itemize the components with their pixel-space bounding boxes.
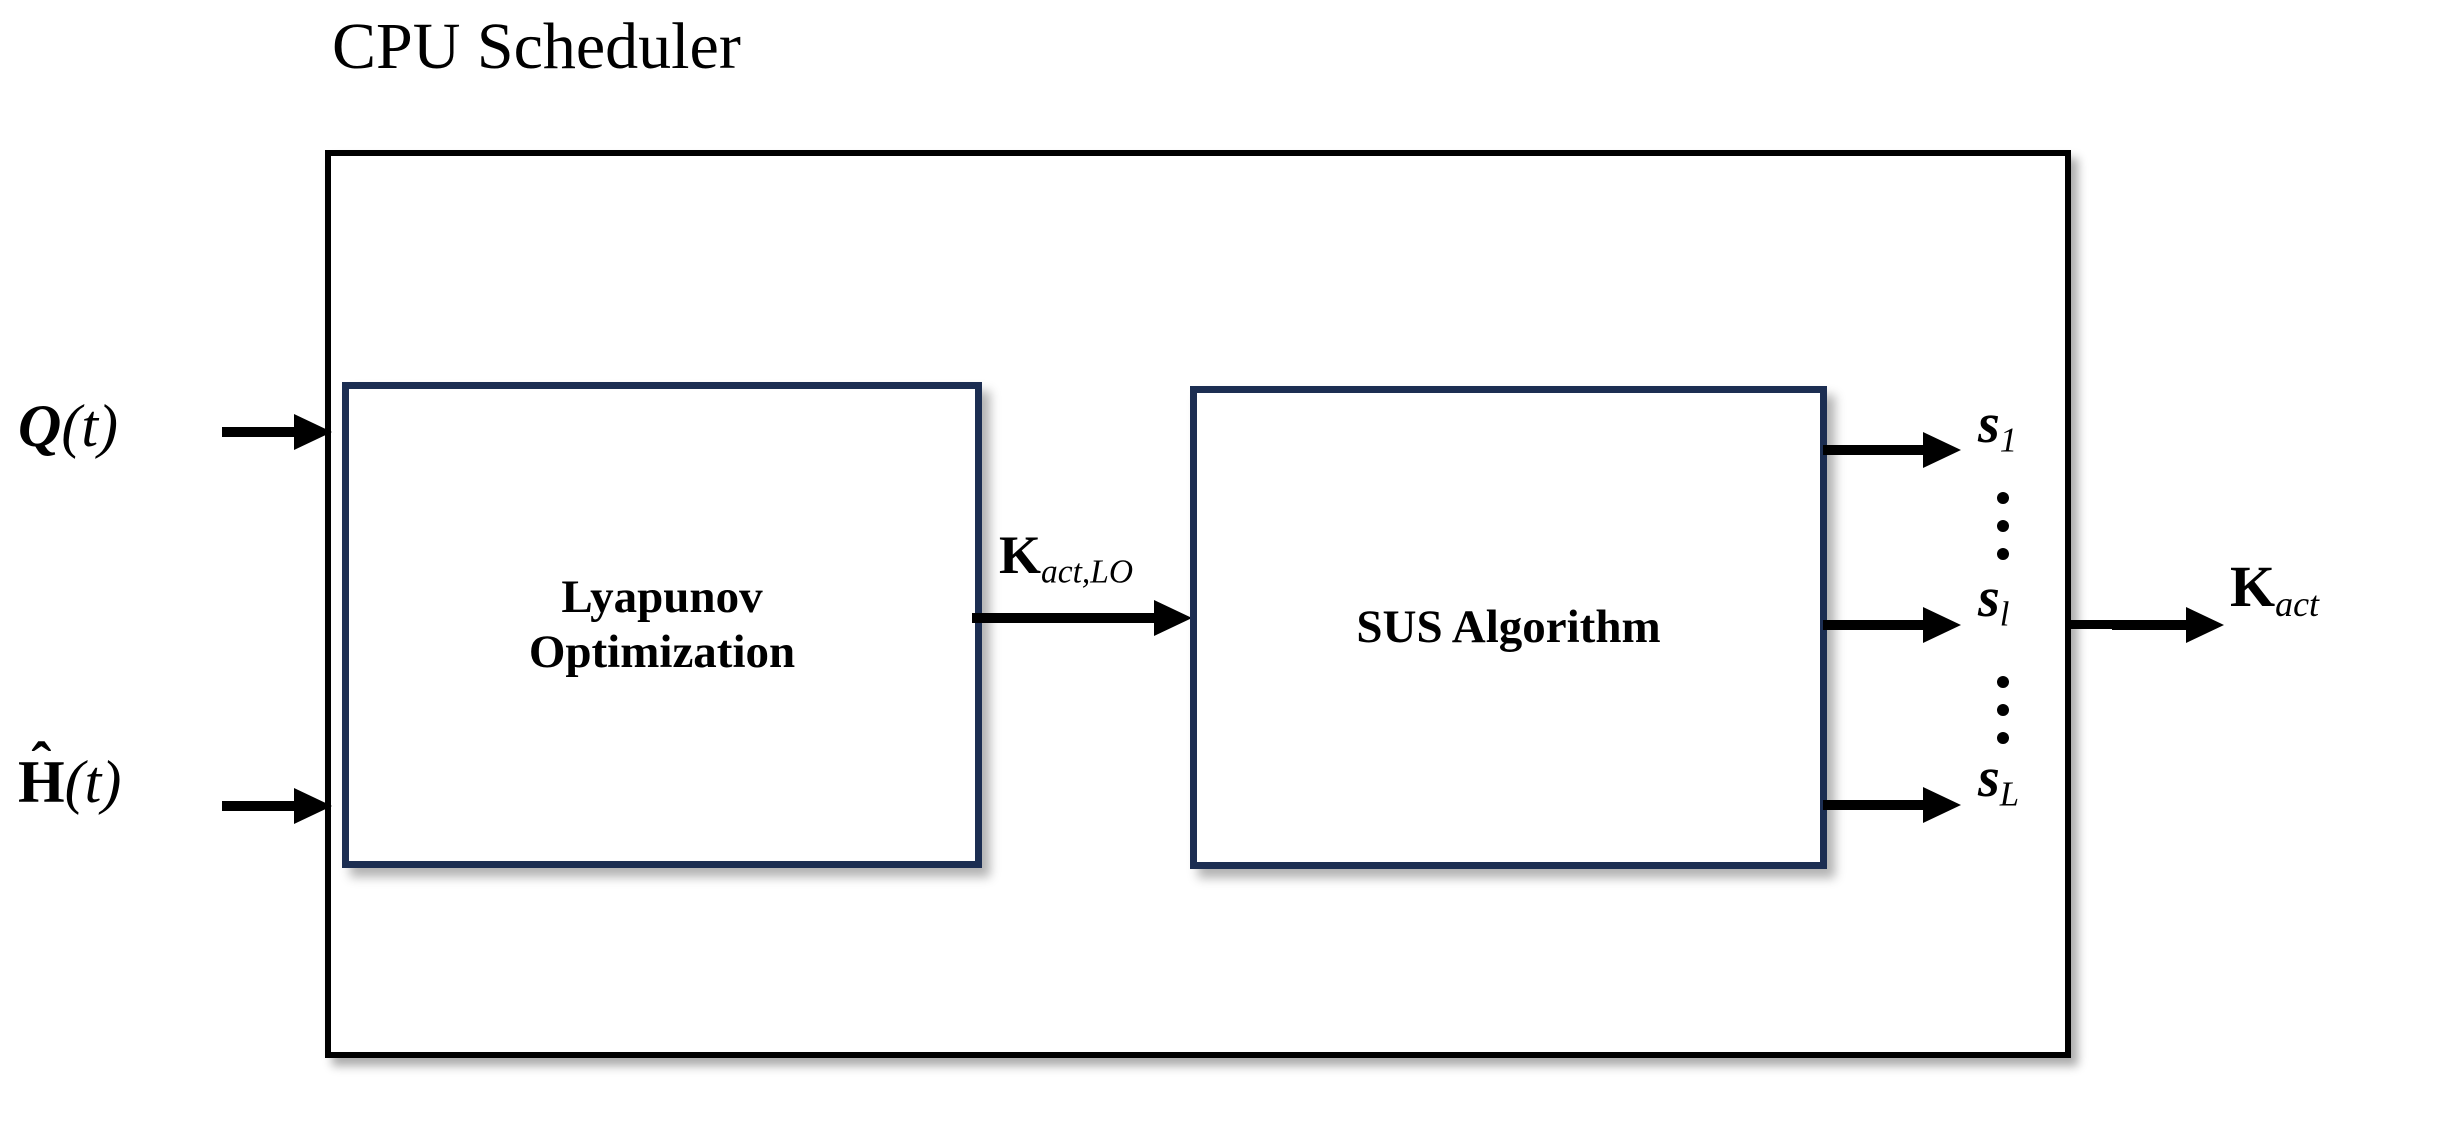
line-frame-to-k-act xyxy=(2065,620,2120,629)
ellipsis-dot xyxy=(1997,492,2009,504)
arrow-shaft xyxy=(1823,620,1931,630)
queue-symbol: Q xyxy=(18,393,62,459)
arrow-head xyxy=(1923,787,1961,823)
arrow-head xyxy=(2186,607,2224,643)
k-symbol: K xyxy=(2230,554,2276,619)
output-label-s-first: s1 xyxy=(1978,396,2017,458)
output-label-k-act: Kact xyxy=(2230,558,2319,623)
channel-symbol: H xyxy=(18,749,65,815)
ellipsis-dot xyxy=(1997,548,2009,560)
k-subscript: act,LO xyxy=(1041,553,1134,591)
input-label-channel-estimate: ̂H(t) xyxy=(18,752,121,812)
channel-symbol-wrap: ̂H xyxy=(18,752,65,812)
s-symbol: s xyxy=(1978,393,2000,455)
block-label: SUS Algorithm xyxy=(1356,600,1661,653)
input-label-queue-state: Q(t) xyxy=(18,396,118,456)
block-label: Lyapunov Optimization xyxy=(528,570,796,678)
s-symbol: s xyxy=(1978,567,2000,629)
arrow-head xyxy=(1923,607,1961,643)
queue-argument: (t) xyxy=(61,393,118,459)
block-sus-algorithm[interactable]: SUS Algorithm xyxy=(1190,386,1827,869)
s-subscript: L xyxy=(1999,774,2020,814)
arrow-shaft xyxy=(972,613,1162,623)
output-label-s-last: sL xyxy=(1978,750,2019,812)
vertical-ellipsis-lower xyxy=(1996,676,2010,744)
k-subscript: act xyxy=(2275,584,2320,625)
s-symbol: s xyxy=(1978,747,2000,809)
arrow-shaft xyxy=(222,801,302,811)
k-symbol: K xyxy=(999,525,1042,585)
arrow-shaft xyxy=(2112,620,2194,630)
vertical-ellipsis-upper xyxy=(1996,492,2010,560)
arrow-head xyxy=(294,788,332,824)
channel-argument: (t) xyxy=(64,749,122,815)
block-lyapunov-optimization[interactable]: Lyapunov Optimization xyxy=(342,382,982,868)
arrow-head xyxy=(294,414,332,450)
ellipsis-dot xyxy=(1997,732,2009,744)
page-title: CPU Scheduler xyxy=(332,10,741,83)
arrow-head xyxy=(1154,600,1192,636)
ellipsis-dot xyxy=(1997,676,2009,688)
arrow-head xyxy=(1923,432,1961,468)
connector-label-k-act-lo: Kact,LO xyxy=(999,528,1133,589)
s-subscript: 1 xyxy=(1999,420,2018,460)
output-label-s-middle: sl xyxy=(1978,570,2009,632)
arrow-shaft xyxy=(222,427,302,437)
ellipsis-dot xyxy=(1997,520,2009,532)
ellipsis-dot xyxy=(1997,704,2009,716)
arrow-shaft xyxy=(1823,445,1931,455)
s-subscript: l xyxy=(1999,594,2010,634)
arrow-shaft xyxy=(1823,800,1931,810)
